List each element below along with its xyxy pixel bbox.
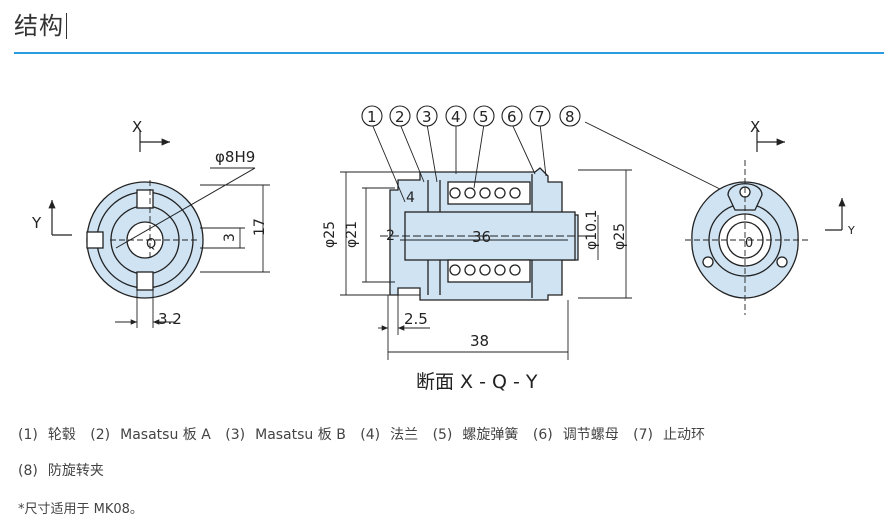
- legend-num: (5): [432, 427, 453, 443]
- footnote: *尺寸适用于 MK08。: [18, 502, 143, 517]
- dim-inner-d: φ21: [344, 221, 360, 248]
- section-view: [340, 121, 731, 360]
- text-caret: [66, 13, 67, 39]
- right-center-o: 0: [745, 236, 753, 251]
- left-axis-y-label: Y: [31, 214, 42, 232]
- parts-legend-row-2: (8) 防旋转夹: [18, 460, 114, 480]
- dim-total: 38: [470, 332, 489, 350]
- callout-1: 1: [367, 108, 377, 126]
- legend-part: 法兰: [390, 427, 419, 443]
- legend-part: Masatsu 板 B: [255, 427, 346, 443]
- callout-3: 3: [422, 108, 432, 126]
- dim-outer-right: φ25: [612, 223, 628, 250]
- callout-6: 6: [507, 108, 517, 126]
- legend-part: Masatsu 板 A: [120, 427, 211, 443]
- legend-num: (2): [90, 427, 111, 443]
- legend-part: 止动环: [663, 427, 705, 443]
- legend-part: 调节螺母: [562, 427, 619, 443]
- left-dim-width: 3.2: [158, 310, 182, 328]
- callout-8: 8: [565, 108, 575, 126]
- dim-small: 4: [406, 190, 415, 206]
- right-axis-x-label: X: [750, 118, 760, 136]
- callouts: [361, 105, 581, 127]
- left-center-o: Q: [146, 237, 156, 252]
- legend-num: (7): [633, 427, 653, 443]
- parts-legend-row-1: (1) 轮毂 (2) Masatsu 板 A (3) Masatsu 板 B (4) 法…: [18, 424, 715, 444]
- callout-4: 4: [451, 108, 461, 126]
- callout-7: 7: [535, 108, 545, 126]
- dim-inner-len: 36: [472, 228, 491, 246]
- callout-5: 5: [479, 108, 489, 126]
- page-title: 结构: [14, 6, 67, 41]
- legend-num: (3): [225, 427, 246, 443]
- legend-part: 防旋转夹: [47, 463, 104, 479]
- left-bore-label: φ8H9: [215, 148, 255, 166]
- legend-num: (8): [18, 463, 38, 479]
- callout-2: 2: [395, 108, 405, 126]
- left-axis-x-label: X: [132, 118, 142, 136]
- left-dim-height: 17: [252, 218, 268, 236]
- legend-num: (1): [18, 427, 38, 443]
- legend-part: 轮毂: [47, 427, 76, 443]
- dim-bore: φ10.1: [584, 210, 600, 250]
- left-dim-key: 3: [222, 233, 238, 242]
- legend-part: 螺旋弹簧: [462, 427, 519, 443]
- technical-drawing: X Y φ8H9 17 3 3.2 Q: [31, 105, 855, 393]
- dim-gap: 2: [386, 228, 395, 244]
- left-end-view: [48, 130, 270, 328]
- dim-offset: 2.5: [404, 310, 428, 328]
- title-underline: [14, 52, 884, 54]
- dim-outer-d: φ25: [322, 221, 338, 248]
- right-end-view: [685, 130, 846, 315]
- legend-num: (4): [360, 427, 381, 443]
- section-caption: 断面 X - Q - Y: [416, 371, 538, 393]
- right-axis-y-label: Y: [847, 224, 855, 237]
- legend-num: (6): [532, 427, 553, 443]
